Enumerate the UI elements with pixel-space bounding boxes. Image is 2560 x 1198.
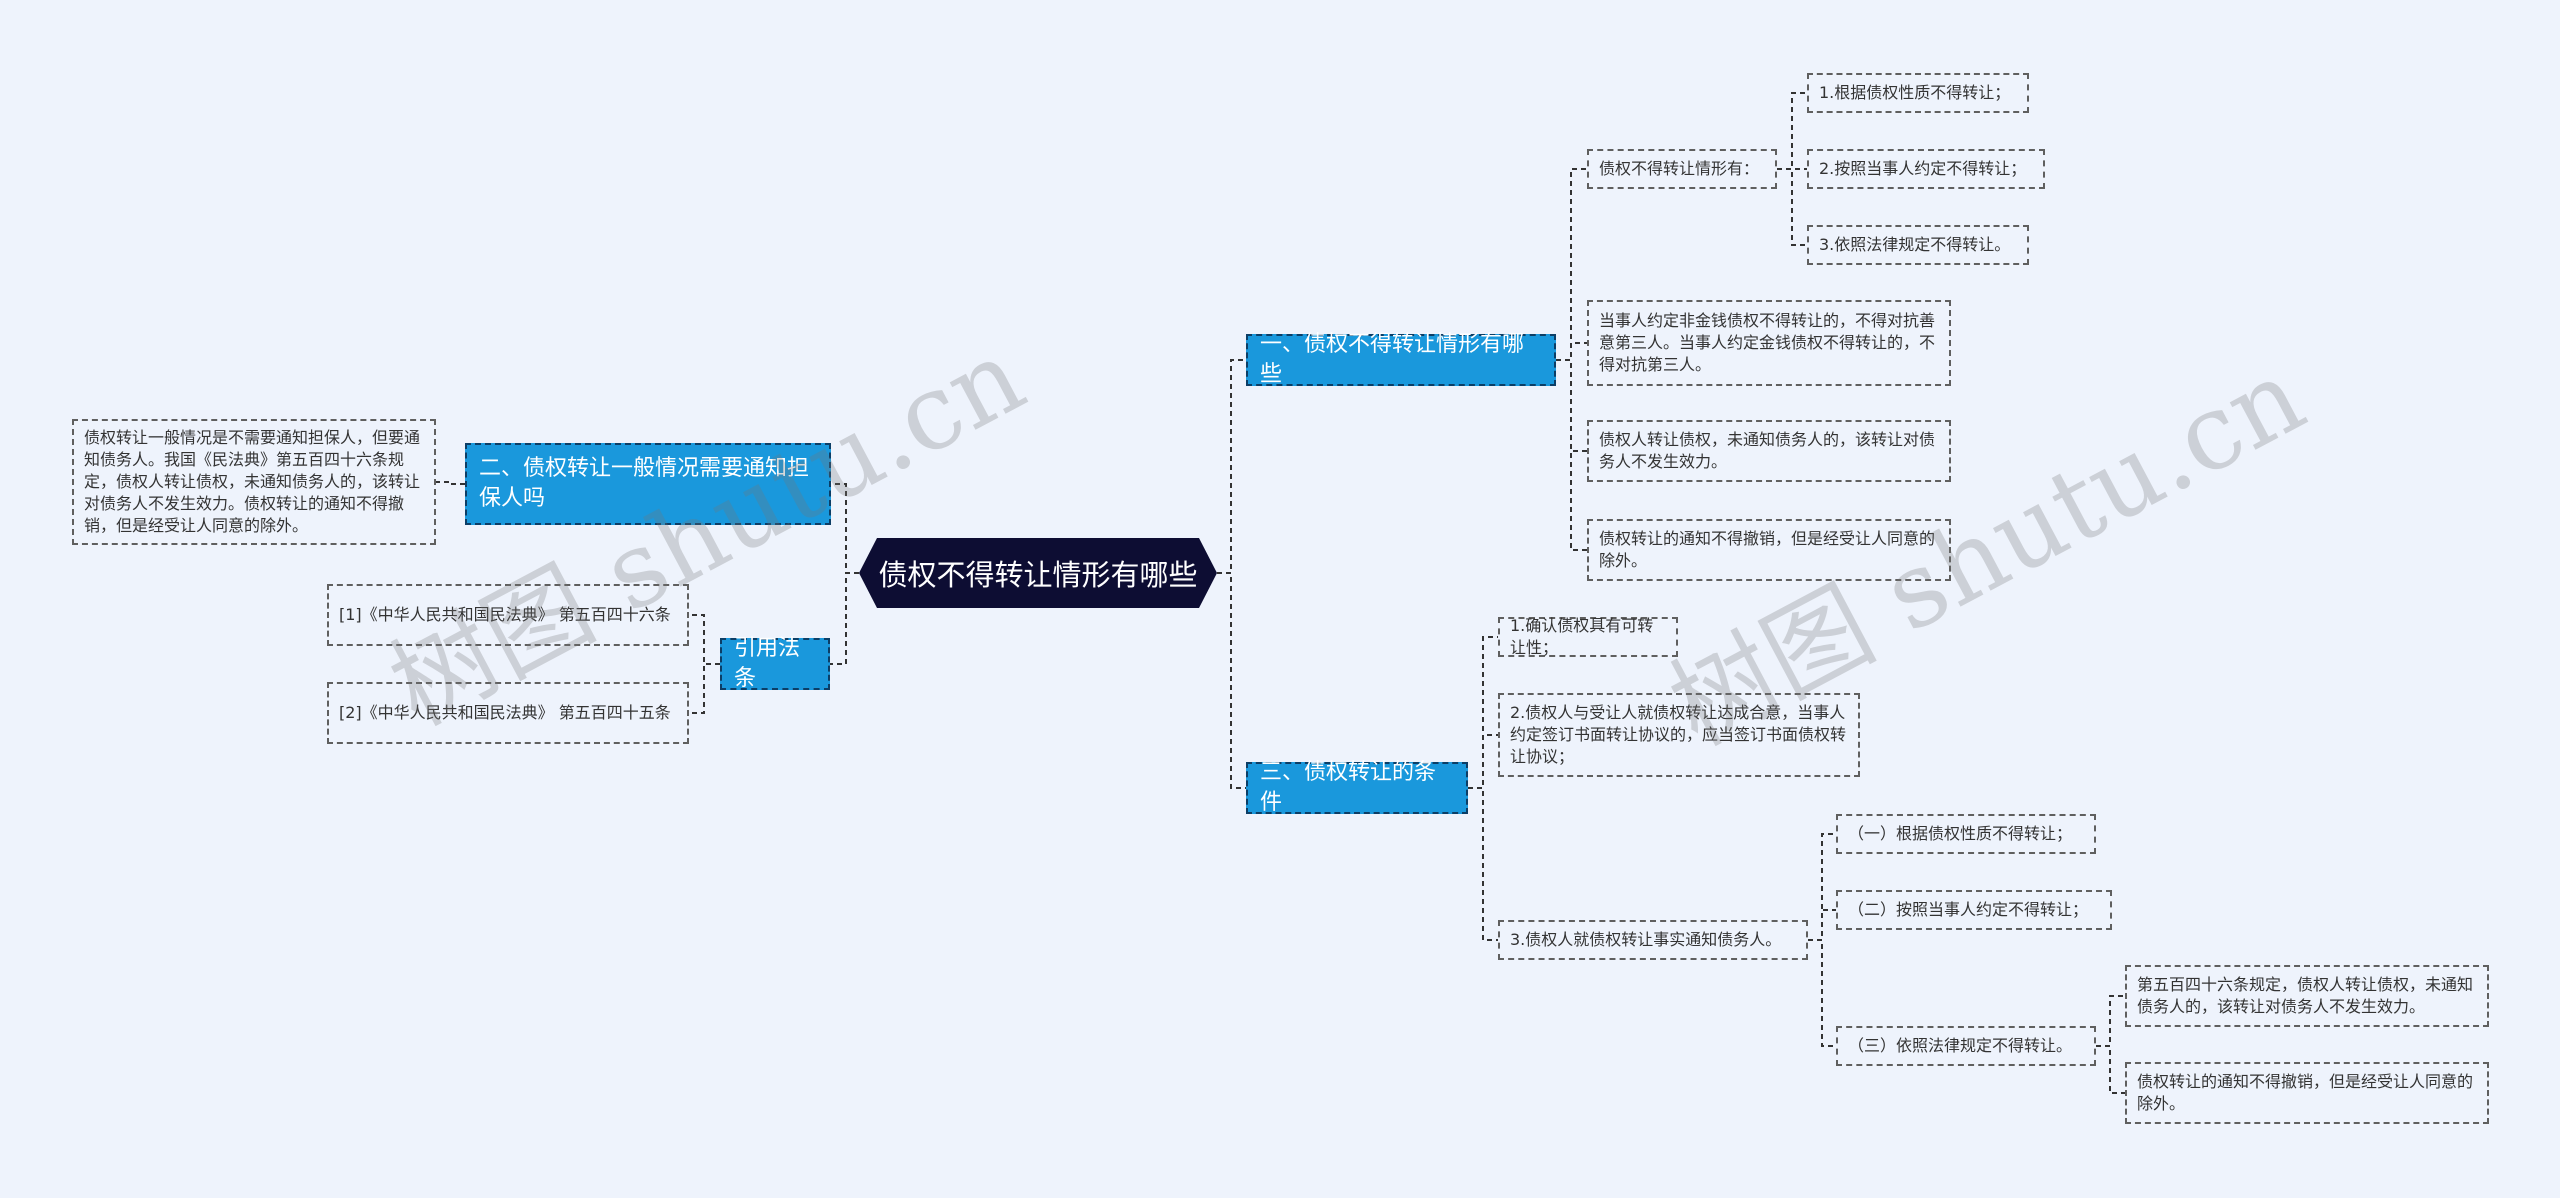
branch-3-sub-item-3[interactable]: （三）依照法律规定不得转让。 bbox=[1836, 1026, 2096, 1066]
branch-1-item-2[interactable]: 2.按照当事人约定不得转让； bbox=[1807, 149, 2045, 189]
branch-2-node[interactable]: 二、债权转让一般情况需要通知担保人吗 bbox=[465, 443, 831, 525]
citation-2[interactable]: [2]《中华人民共和国民法典》 第五百四十五条 bbox=[327, 682, 689, 744]
citation-1[interactable]: [1]《中华人民共和国民法典》 第五百四十六条 bbox=[327, 584, 689, 646]
link-b1-note-1 bbox=[1556, 342, 1587, 361]
link-group-item-3 bbox=[1777, 168, 1807, 246]
branch-1-group-node[interactable]: 债权不得转让情形有： bbox=[1587, 149, 1777, 189]
link-b3-cond-2 bbox=[1468, 734, 1498, 789]
branch-3-condition-3[interactable]: 3.债权人就债权转让事实通知债务人。 bbox=[1498, 920, 1808, 960]
link-root-branch-2 bbox=[831, 483, 859, 574]
branch-1-item-1[interactable]: 1.根据债权性质不得转让； bbox=[1807, 73, 2029, 113]
root-node[interactable]: 债权不得转让情形有哪些 bbox=[859, 538, 1217, 608]
link-cond3-sub-2 bbox=[1808, 909, 1836, 941]
link-cond3-sub-3 bbox=[1808, 939, 1836, 1047]
branch-3-condition-1[interactable]: 1.确认债权具有可转让性； bbox=[1498, 616, 1678, 657]
link-citation-1 bbox=[689, 614, 720, 665]
link-sub3-law-1 bbox=[2096, 995, 2125, 1047]
branch-3-sub-item-1[interactable]: （一）根据债权性质不得转让； bbox=[1836, 814, 2096, 854]
branch-3-law-note-1[interactable]: 第五百四十六条规定，债权人转让债权，未通知债务人的，该转让对债务人不发生效力。 bbox=[2125, 965, 2489, 1027]
branch-1-note-2[interactable]: 债权人转让债权，未通知债务人的，该转让对债务人不发生效力。 bbox=[1587, 420, 1951, 482]
link-sub3-law-2 bbox=[2096, 1045, 2125, 1094]
branch-3-condition-2[interactable]: 2.债权人与受让人就债权转让达成合意，当事人约定签订书面转让协议的，应当签订书面… bbox=[1498, 693, 1860, 777]
branch-2-note[interactable]: 债权转让一般情况是不需要通知担保人，但要通知债务人。我国《民法典》第五百四十六条… bbox=[72, 419, 436, 545]
link-cond3-sub-1 bbox=[1808, 833, 1836, 941]
link-group-item-1 bbox=[1777, 92, 1807, 170]
link-b1-group bbox=[1556, 168, 1587, 361]
link-root-branch-1 bbox=[1217, 359, 1246, 574]
link-b3-cond-1 bbox=[1468, 636, 1498, 789]
branch-3-node[interactable]: 三、债权转让的条件 bbox=[1246, 760, 1468, 815]
link-citation-2 bbox=[689, 663, 720, 714]
branch-1-item-3[interactable]: 3.依照法律规定不得转让。 bbox=[1807, 225, 2029, 265]
citations-node[interactable]: 引用法条 bbox=[720, 636, 830, 691]
branch-3-sub-item-2[interactable]: （二）按照当事人约定不得转让； bbox=[1836, 890, 2112, 930]
branch-3-law-note-2[interactable]: 债权转让的通知不得撤销，但是经受让人同意的除外。 bbox=[2125, 1062, 2489, 1124]
link-b1-note-3 bbox=[1556, 359, 1587, 551]
link-root-branch-3 bbox=[1217, 572, 1246, 789]
link-root-citations bbox=[830, 572, 859, 665]
branch-1-node[interactable]: 一、债权不得转让情形有哪些 bbox=[1246, 332, 1556, 387]
branch-1-note-1[interactable]: 当事人约定非金钱债权不得转让的，不得对抗善意第三人。当事人约定金钱债权不得转让的… bbox=[1587, 300, 1951, 386]
branch-1-note-3[interactable]: 债权转让的通知不得撤销，但是经受让人同意的除外。 bbox=[1587, 519, 1951, 581]
link-b2-note bbox=[436, 481, 465, 485]
link-b3-cond-3 bbox=[1468, 787, 1498, 941]
